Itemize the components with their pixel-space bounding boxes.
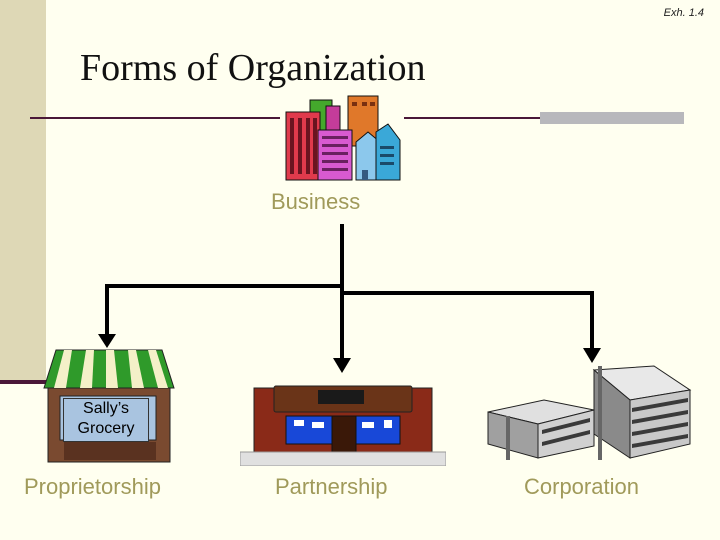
title-rule-middle xyxy=(404,117,540,119)
office-building-icon xyxy=(487,365,692,460)
connector-right xyxy=(342,291,594,350)
title-rule-grey xyxy=(540,112,684,124)
city-buildings-icon xyxy=(285,95,401,181)
proprietorship-label: Proprietorship xyxy=(24,474,161,499)
arrowhead-corporation xyxy=(583,348,601,363)
left-accent-rule xyxy=(0,380,46,384)
title-rule-left xyxy=(30,117,280,119)
grocery-sign-line-1: Sally’s xyxy=(83,400,129,417)
grocery-sign-line-2: Grocery xyxy=(77,420,135,437)
page-title: Forms of Organization xyxy=(80,47,426,89)
root-label: Business xyxy=(271,189,361,214)
grocery-sign: Sally’s Grocery xyxy=(63,398,149,442)
arrowhead-proprietorship xyxy=(98,334,116,348)
left-accent-band xyxy=(0,0,46,383)
brick-shop-icon xyxy=(240,385,446,466)
corporation-label: Corporation xyxy=(524,474,639,499)
arrowhead-partnership xyxy=(333,358,351,373)
exhibit-number: Exh. 1.4 xyxy=(663,7,704,19)
connector-left xyxy=(105,284,342,336)
partnership-label: Partnership xyxy=(275,474,388,499)
